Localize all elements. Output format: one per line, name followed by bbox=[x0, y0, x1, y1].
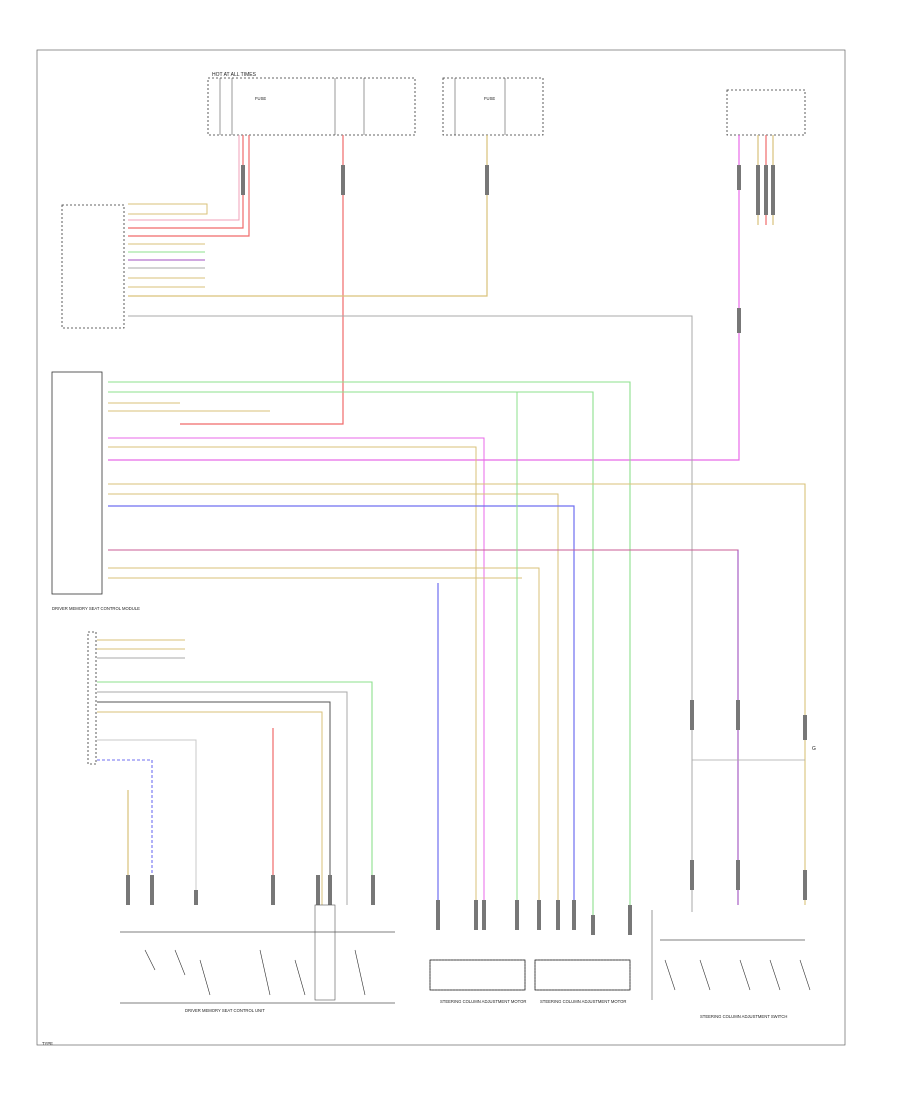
steering-column-adjust-switch: STEERING COLUMN ADJUSTMENT SWITCH bbox=[651, 910, 811, 1019]
fuse-panel-left: HOT AT ALL TIMES FUSE bbox=[207, 72, 416, 136]
main-module-wires bbox=[108, 381, 806, 920]
tan-wire-fuse-right bbox=[128, 135, 488, 297]
driver-memory-seat-switch-block: DRIVER MEMORY SEAT CONTROL UNIT bbox=[120, 904, 395, 1013]
memory-seat-module-label: DRIVER MEMORY SEAT CONTROL MODULE bbox=[52, 606, 140, 611]
left-main-module bbox=[51, 371, 103, 595]
left-upper-module bbox=[61, 204, 125, 329]
top-right-module bbox=[726, 89, 806, 136]
steering-column-adjust-switch-label: STEERING COLUMN ADJUSTMENT SWITCH bbox=[700, 1014, 787, 1019]
steering-column-adjust-motor-label: STEERING COLUMN ADJUSTMENT MOTOR bbox=[440, 999, 526, 1004]
fuse-right-label: FUSE bbox=[484, 96, 495, 101]
fuse-left-label: FUSE bbox=[255, 96, 266, 101]
g-ground-label: G bbox=[812, 746, 816, 752]
diagram-frame bbox=[36, 49, 846, 1046]
fuse-panel-left-title: HOT AT ALL TIMES bbox=[212, 72, 257, 78]
upper-module-wires bbox=[128, 203, 208, 288]
memory-seat-control-unit-label: DRIVER MEMORY SEAT CONTROL UNIT bbox=[185, 1008, 265, 1013]
steering-column-motor2-label: STEERING COLUMN ADJUSTMENT MOTOR bbox=[540, 999, 626, 1004]
right-vertical-wires: G bbox=[692, 746, 816, 761]
footer-code: TYPE bbox=[42, 1041, 53, 1046]
connector-markers bbox=[126, 165, 807, 935]
gray-wire-upper bbox=[128, 315, 693, 912]
left-lower-module bbox=[87, 631, 97, 765]
steering-column-motor-1: STEERING COLUMN ADJUSTMENT MOTOR bbox=[429, 959, 526, 1004]
fuse-panel-right: FUSE bbox=[442, 77, 544, 136]
red-wires-top bbox=[128, 135, 344, 425]
lower-module-wires bbox=[97, 639, 373, 905]
steering-column-motor-2: STEERING COLUMN ADJUSTMENT MOTOR bbox=[534, 959, 631, 1004]
